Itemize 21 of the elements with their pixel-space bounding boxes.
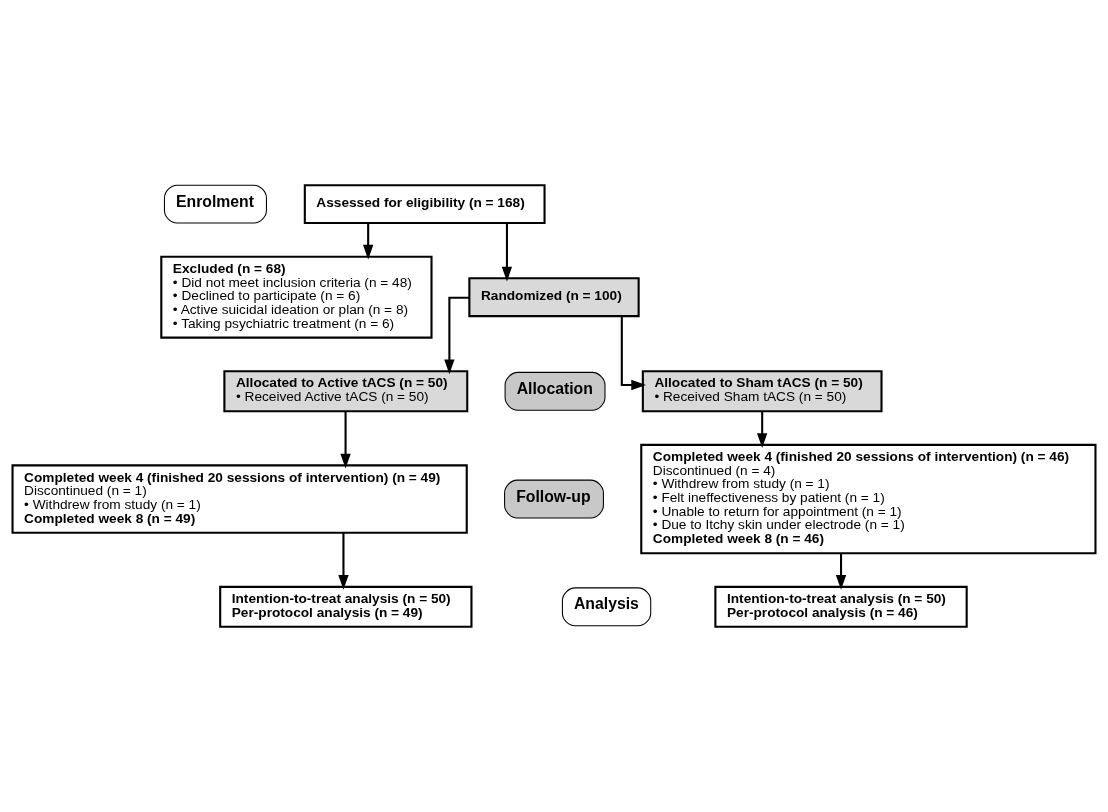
node-box: Allocated to Active tACS (n = 50) • Received Active tACS (n = 50)	[223, 370, 469, 413]
node-box: Completed week 4 (finished 20 sessions of intervention) (n = 49) Discontinued (n = 1) • Withdrew from study (n = 1) Completed week 8 (n = 49)	[11, 464, 468, 534]
node-box: Analysis	[561, 587, 652, 627]
node-box: Allocation	[504, 371, 606, 411]
node-box: Randomized (n = 100)	[468, 277, 640, 318]
node-box: Enrolment	[163, 184, 267, 224]
arrow	[444, 296, 470, 375]
node-box: Completed week 4 (finished 20 sessions of intervention) (n = 46) Discontinued (n = 4) • Withdrew from study (n = 1) • Felt ineffectiveness by patient (n = 1) • Unable to return for appointment (n = 1) • Due to Itchy skin under electrode (n = 1) Completed week 8 (n = 46)	[640, 443, 1097, 555]
node-box: Excluded (n = 68) • Did not meet inclusion criteria (n = 48) • Declined to participate (n = 6) • Active suicidal ideation or plan (n = 8) • Taking psychiatric treatment (n = 6)	[160, 255, 433, 339]
arrow	[340, 411, 351, 469]
arrow	[835, 553, 847, 590]
node-box: Intention-to-treat analysis (n = 50) Per-protocol analysis (n = 46)	[714, 585, 968, 628]
arrow	[620, 316, 646, 391]
arrow	[501, 223, 513, 282]
node-box: Allocated to Sham tACS (n = 50) • Received Sham tACS (n = 50)	[641, 370, 883, 413]
node-box: Assessed for eligibility (n = 168)	[303, 184, 546, 225]
arrow	[757, 411, 768, 448]
node-box: Follow-up	[504, 479, 604, 519]
arrow	[338, 532, 349, 590]
node-box: Intention-to-treat analysis (n = 50) Per-protocol analysis (n = 49)	[219, 585, 473, 628]
arrow	[363, 223, 374, 260]
